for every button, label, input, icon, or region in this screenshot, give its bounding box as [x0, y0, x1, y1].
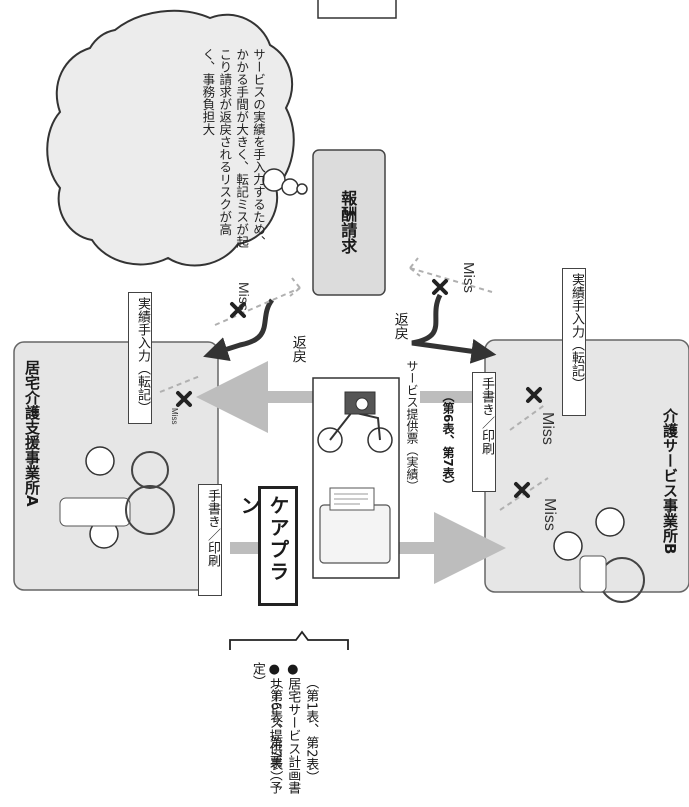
documents-item1-line2: （第6表、第7表）: [267, 676, 283, 784]
service-record-tables: （第6表、第7表）: [440, 390, 455, 530]
office-b-title: 介護サービス事業所B: [661, 408, 679, 555]
miss-label-billing-a: Miss: [236, 282, 252, 311]
return-label-a: 返戻: [290, 335, 307, 363]
cloud-note-text: サービスの実績を手入力するため、かかる手間が大きく、転記ミスが起こり請求が返戻さ…: [200, 48, 266, 248]
service-record-line1: サービス提供票（実績）: [405, 360, 419, 492]
documents-item1-sub: （第6表、第7表）: [266, 676, 282, 800]
top-partial-box: [317, 0, 397, 19]
miss-label-billing-b: Miss: [460, 262, 477, 293]
return-label-b: 返戻: [392, 312, 409, 340]
office-a-box: [13, 341, 219, 591]
document-illustration: [312, 377, 400, 579]
flow-arrows: [196, 361, 506, 584]
service-record-label: サービス提供票（実績）: [404, 360, 419, 520]
billing-box-shape: [312, 149, 386, 296]
careplan-label: ケアプラン: [237, 486, 298, 606]
documents-item2: ●居宅サービス計画書: [284, 662, 300, 802]
documents-item2-sub: （第1表、第2表）: [302, 676, 318, 800]
documents-brace: [229, 630, 349, 650]
error-marks: [176, 279, 542, 498]
return-arrows: [203, 293, 497, 364]
office-b-manual-entry-label: 実績手入力（転記）: [562, 268, 586, 416]
office-b-box: [484, 339, 689, 593]
billing-label: 報酬請求: [338, 190, 358, 254]
office-b-illustration: [553, 507, 645, 603]
miss-label-office-a: Miss: [170, 408, 179, 425]
office-a-illustration: [59, 446, 175, 549]
thought-cloud: [46, 9, 308, 267]
office-b-handwrite-label: 手書き／印刷: [472, 372, 496, 492]
service-record-line2: （第6表、第7表）: [441, 390, 455, 491]
office-a-manual-entry-label: 実績手入力（転記）: [128, 292, 152, 424]
documents-item2-line1: ●居宅サービス計画書: [285, 662, 301, 794]
office-a-title: 居宅介護支援事業所A: [23, 360, 41, 507]
miss-label-office-b-lower: Miss: [541, 498, 558, 531]
documents-item2-line2: （第1表、第2表）: [303, 676, 319, 784]
miss-label-office-b-upper: Miss: [539, 412, 556, 445]
documents-item1-line1: ●サービス提供票（予定）: [249, 662, 282, 794]
documents-list: ●サービス提供票（予定）: [248, 662, 282, 802]
office-a-handwrite-label: 手書き／印刷: [198, 484, 222, 596]
